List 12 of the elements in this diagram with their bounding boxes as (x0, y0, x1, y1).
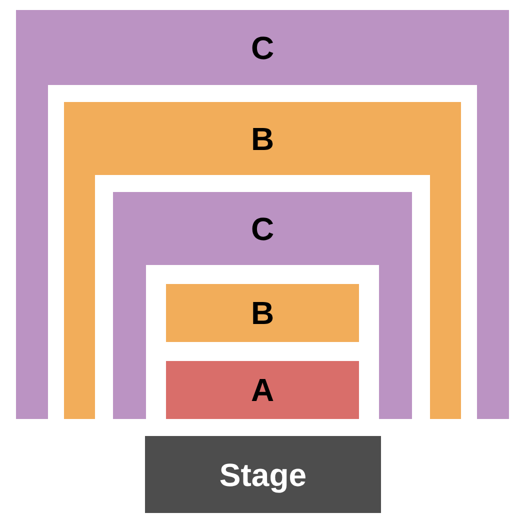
seating-section (16, 10, 509, 419)
section-label: A (250, 374, 274, 406)
seating-section (64, 102, 461, 419)
section-label: B (250, 297, 274, 329)
section-label: C (250, 212, 274, 244)
stage (145, 436, 381, 513)
section-label: B (250, 122, 274, 154)
seating-section (166, 284, 359, 342)
section-label: Stage (219, 458, 307, 490)
section-label: C (250, 32, 274, 64)
seating-section (113, 192, 412, 419)
seating-section (166, 361, 359, 419)
